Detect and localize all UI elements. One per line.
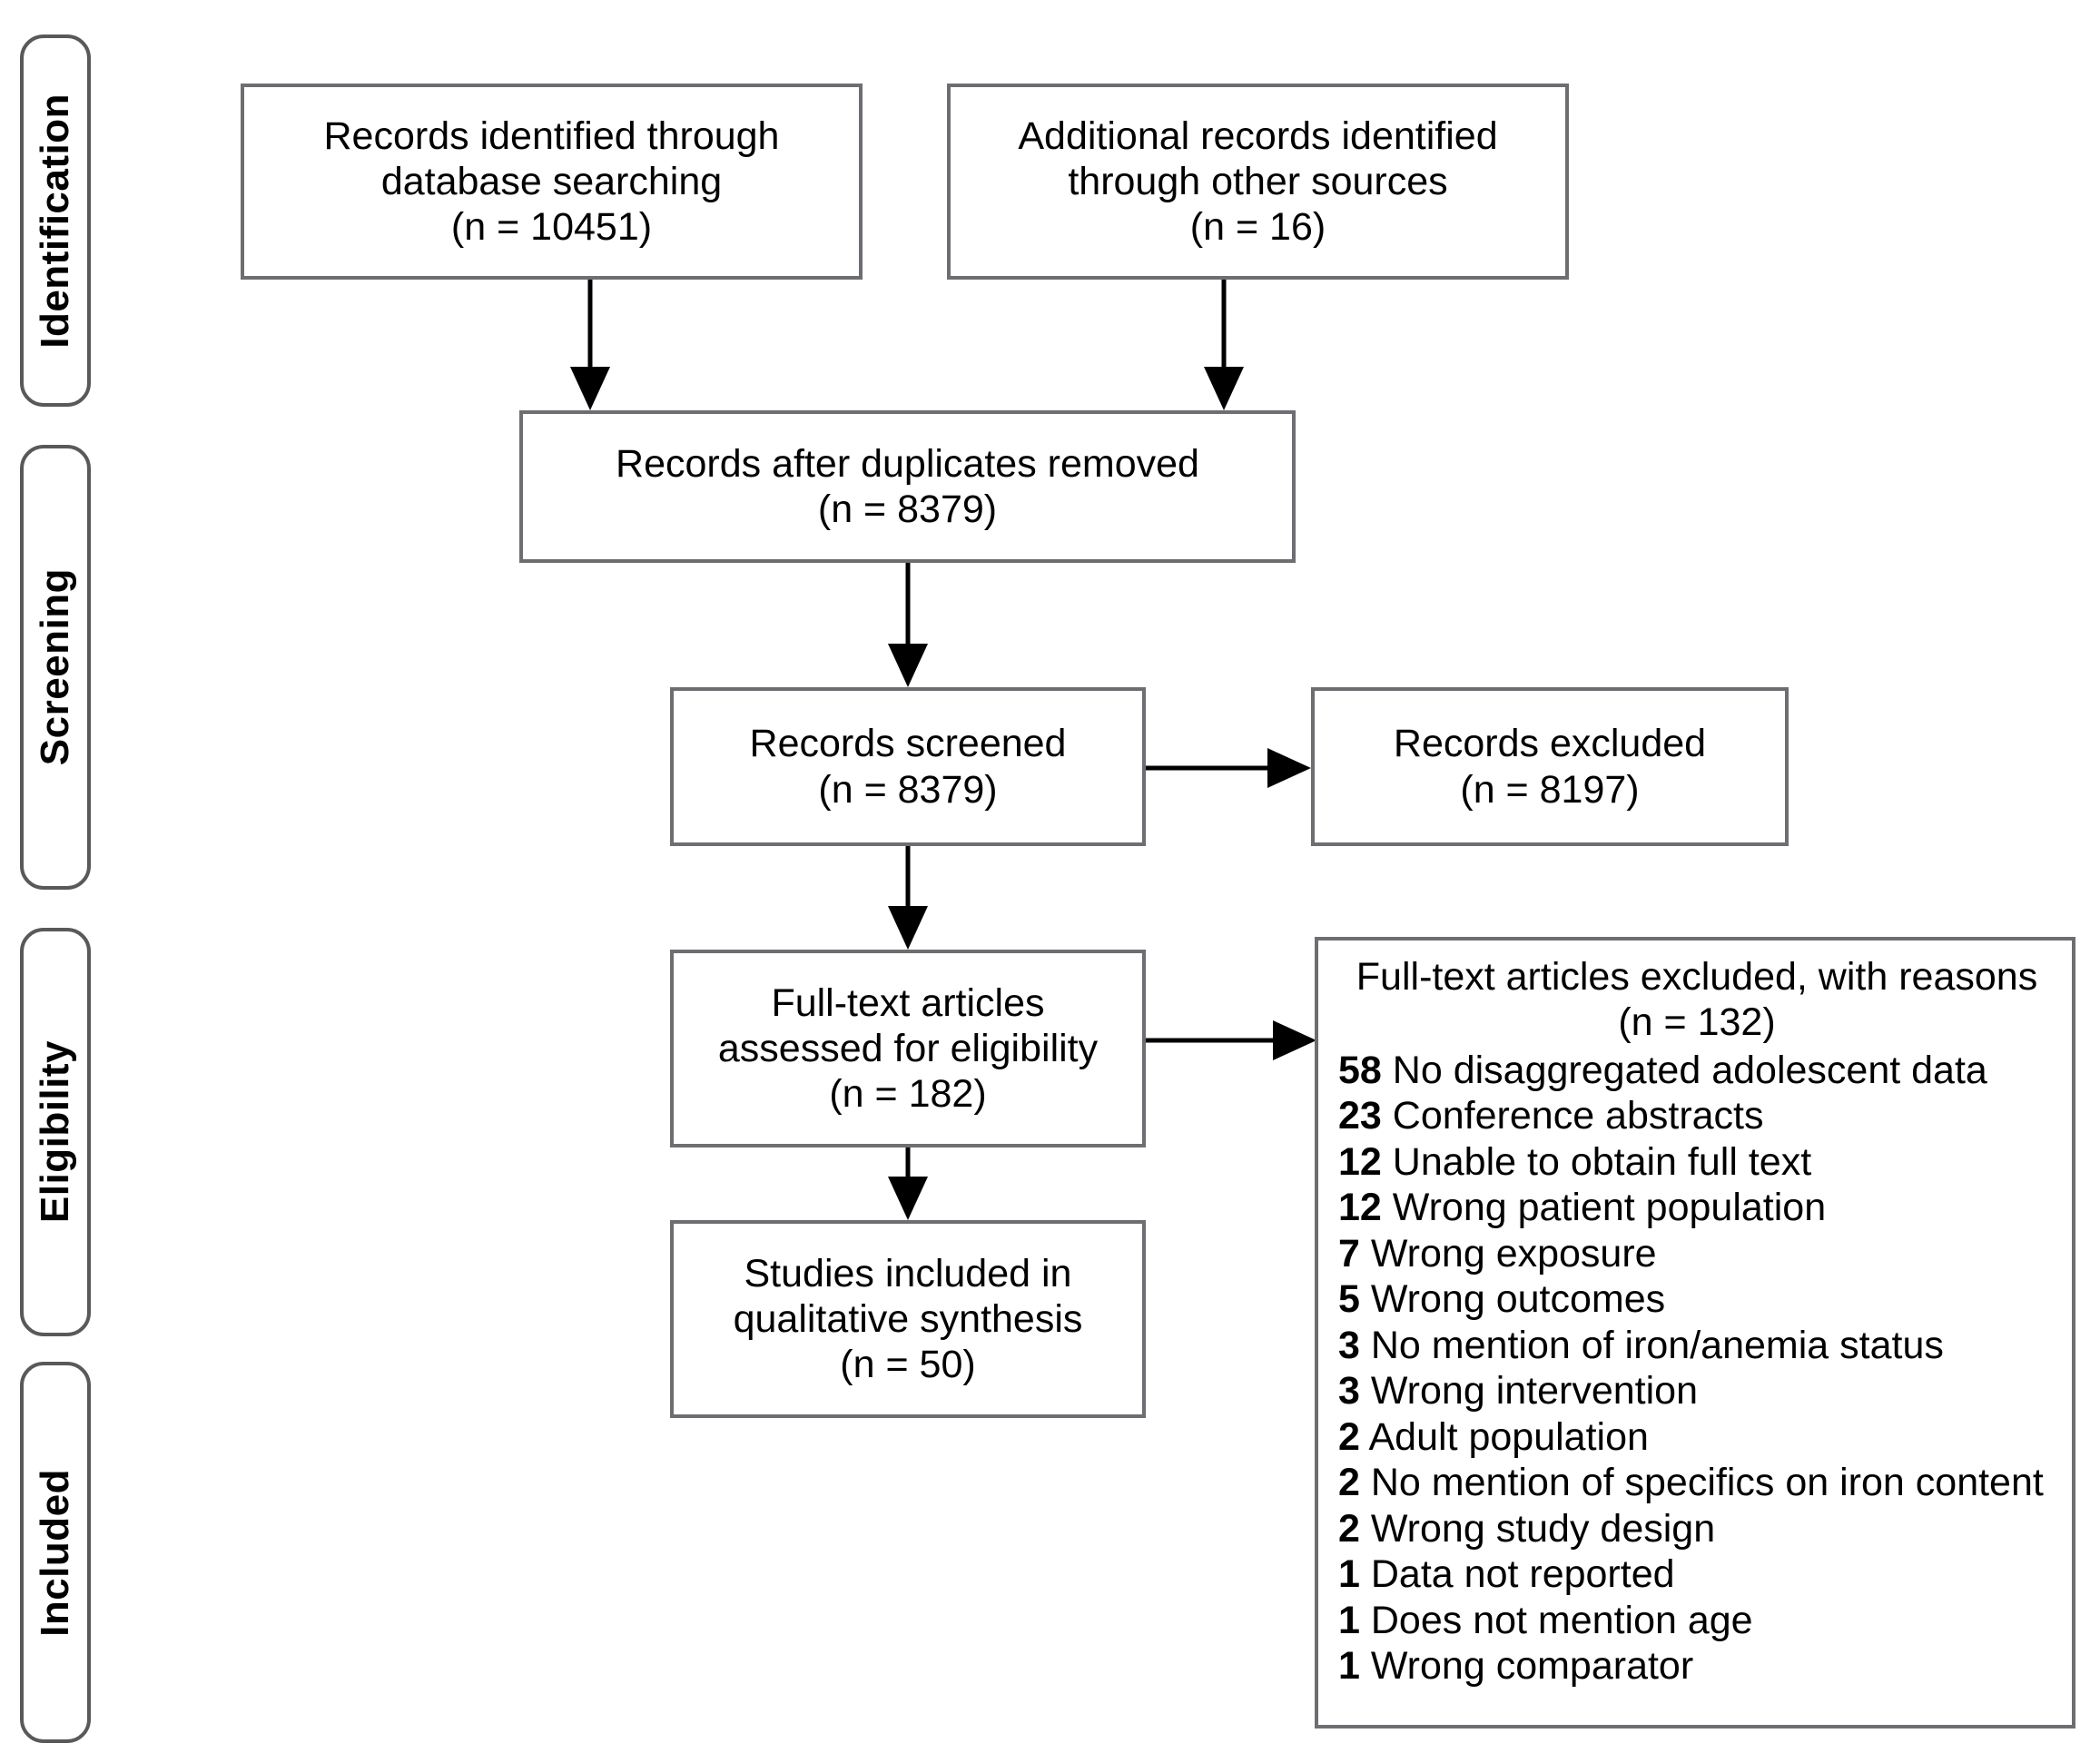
stage-label-identification: Identification (33, 93, 77, 349)
box-records-excluded: Records excluded (n = 8197) (1311, 687, 1789, 846)
box-additional-records-other-sources: Additional records identified through ot… (947, 84, 1569, 280)
box-records-after-duplicates-removed-text: Records after duplicates removed (n = 83… (616, 441, 1199, 531)
reason-label: Wrong intervention (1370, 1369, 1698, 1413)
reason-label: Wrong patient population (1392, 1186, 1827, 1230)
reason-row: 12 Wrong patient population (1338, 1185, 2056, 1231)
reason-count: 58 (1338, 1048, 1382, 1092)
reason-row: 23 Conference abstracts (1338, 1093, 2056, 1139)
reason-count: 3 (1338, 1323, 1360, 1367)
box-fulltext-assessed-eligibility: Full-text articles assessed for eligibil… (670, 950, 1146, 1147)
reason-label: Conference abstracts (1392, 1094, 1764, 1138)
reason-label: Unable to obtain full text (1392, 1139, 1812, 1184)
arrow-fulltext-to-included (888, 1147, 928, 1220)
reason-label: No mention of iron/anemia status (1370, 1323, 1944, 1367)
box-records-identified-database-text: Records identified through database sear… (323, 113, 780, 250)
reason-row: 1 Does not mention age (1338, 1598, 2056, 1644)
reason-count: 7 (1338, 1231, 1360, 1275)
box-fulltext-assessed-eligibility-text: Full-text articles assessed for eligibil… (717, 980, 1099, 1117)
reason-count: 12 (1338, 1186, 1382, 1230)
reason-count: 2 (1338, 1506, 1360, 1551)
box-additional-records-other-sources-text: Additional records identified through ot… (1018, 113, 1498, 250)
box-records-after-duplicates-removed: Records after duplicates removed (n = 83… (519, 410, 1296, 563)
reason-label: Wrong outcomes (1370, 1277, 1666, 1322)
box-records-identified-database: Records identified through database sear… (241, 84, 863, 280)
reason-label: Data not reported (1370, 1552, 1675, 1597)
reason-count: 3 (1338, 1369, 1360, 1413)
reason-row: 2 No mention of specifics on iron conten… (1338, 1460, 2056, 1506)
stage-label-screening: Screening (33, 568, 77, 766)
reason-row: 7 Wrong exposure (1338, 1231, 2056, 1277)
reason-count: 1 (1338, 1644, 1360, 1689)
arrow-duplicates-to-screened (888, 563, 928, 687)
stage-label-included: Included (33, 1468, 77, 1637)
stage-pill-screening: Screening (20, 445, 91, 890)
reason-count: 23 (1338, 1094, 1382, 1138)
reason-count: 2 (1338, 1461, 1360, 1505)
arrow-fulltext-to-reasons (1146, 1020, 1316, 1060)
box-records-screened: Records screened (n = 8379) (670, 687, 1146, 846)
reason-label: Wrong comparator (1370, 1644, 1694, 1689)
reason-row: 3 Wrong intervention (1338, 1368, 2056, 1414)
stage-pill-identification: Identification (20, 34, 91, 407)
stage-pill-eligibility: Eligibility (20, 928, 91, 1336)
box-records-screened-text: Records screened (n = 8379) (749, 722, 1067, 812)
reasons-panel-heading: Full-text articles excluded, with reason… (1356, 955, 2038, 1044)
reason-row: 2 Adult population (1338, 1414, 2056, 1461)
reason-row: 2 Wrong study design (1338, 1506, 2056, 1552)
box-records-excluded-text: Records excluded (n = 8197) (1393, 722, 1707, 812)
stage-label-eligibility: Eligibility (33, 1040, 77, 1224)
reason-label: Does not mention age (1370, 1598, 1753, 1642)
reason-label: Wrong study design (1370, 1506, 1716, 1551)
reason-row: 1 Wrong comparator (1338, 1643, 2056, 1689)
reason-count: 1 (1338, 1552, 1360, 1597)
reason-count: 1 (1338, 1598, 1360, 1642)
reason-label: Adult population (1368, 1414, 1649, 1459)
reason-label: No disaggregated adolescent data (1392, 1048, 1987, 1092)
arrow-database-to-duplicates (570, 280, 610, 410)
reason-row: 3 No mention of iron/anemia status (1338, 1323, 2056, 1369)
reason-count: 12 (1338, 1139, 1382, 1184)
reason-count: 5 (1338, 1277, 1360, 1322)
reason-row: 58 No disaggregated adolescent data (1338, 1048, 2056, 1094)
reason-row: 1 Data not reported (1338, 1551, 2056, 1598)
arrow-screened-to-fulltext (888, 846, 928, 950)
reason-count: 2 (1338, 1414, 1360, 1459)
arrow-other-sources-to-duplicates (1204, 280, 1244, 410)
reason-label: Wrong exposure (1370, 1231, 1657, 1275)
box-studies-included-qualitative-synthesis: Studies included in qualitative synthesi… (670, 1220, 1146, 1418)
box-studies-included-qualitative-synthesis-text: Studies included in qualitative synthesi… (733, 1251, 1083, 1387)
reason-row: 5 Wrong outcomes (1338, 1276, 2056, 1323)
reason-label: No mention of specifics on iron content (1370, 1461, 2044, 1505)
arrow-screened-to-excluded (1146, 748, 1311, 788)
stage-pill-included: Included (20, 1362, 91, 1743)
panel-fulltext-excluded-reasons: Full-text articles excluded, with reason… (1315, 937, 2075, 1729)
reason-row: 12 Unable to obtain full text (1338, 1139, 2056, 1186)
